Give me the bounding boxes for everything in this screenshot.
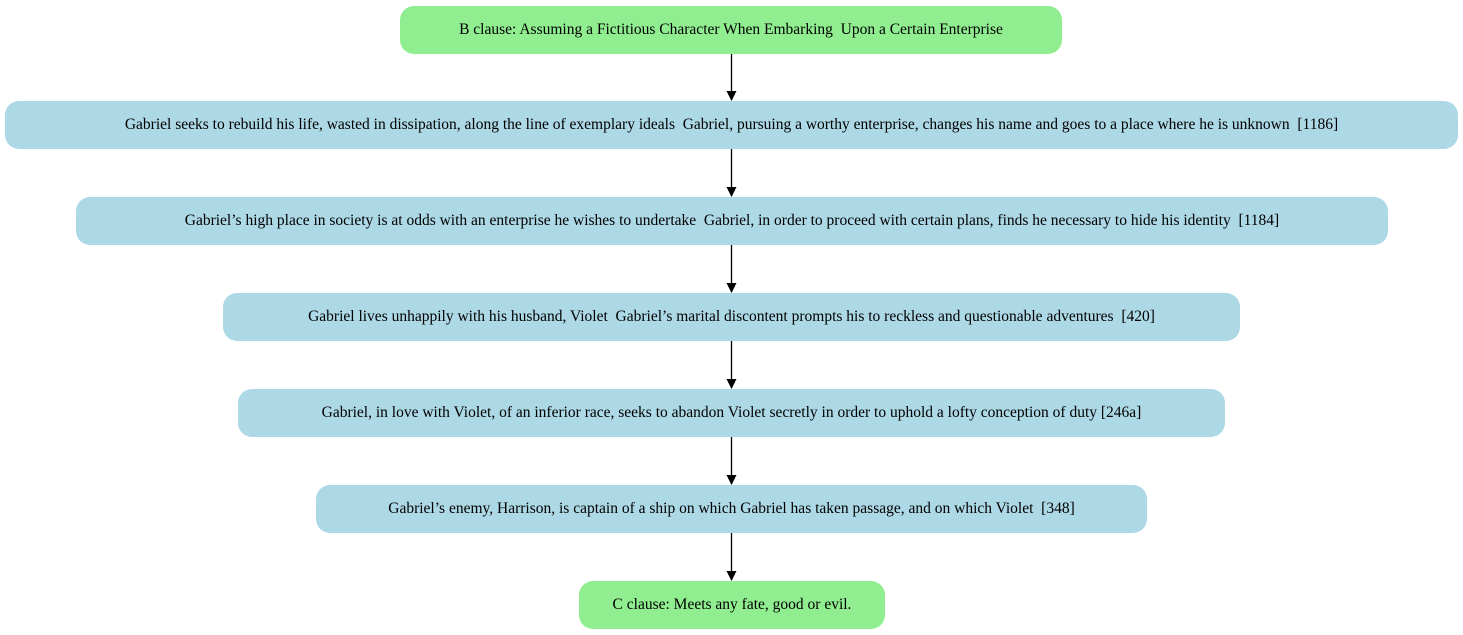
b-clause-node: B clause: Assuming a Fictitious Characte…	[400, 6, 1062, 54]
c-clause-node: C clause: Meets any fate, good or evil.	[579, 581, 885, 629]
step-node-246a: Gabriel, in love with Violet, of an infe…	[238, 389, 1225, 437]
step-node-1186: Gabriel seeks to rebuild his life, waste…	[5, 101, 1458, 149]
step-node-420: Gabriel lives unhappily with his husband…	[223, 293, 1240, 341]
step-node-348: Gabriel’s enemy, Harrison, is captain of…	[316, 485, 1147, 533]
step-node-1184: Gabriel’s high place in society is at od…	[76, 197, 1388, 245]
